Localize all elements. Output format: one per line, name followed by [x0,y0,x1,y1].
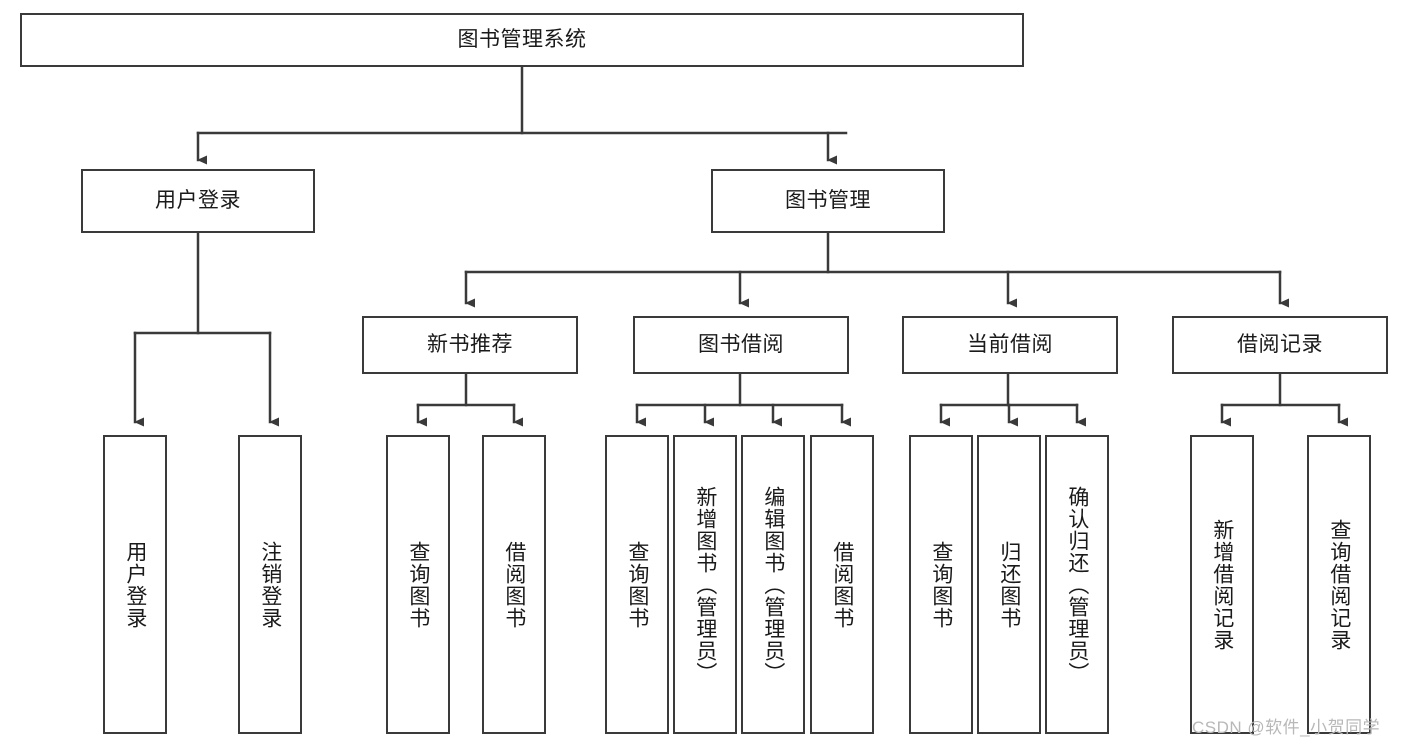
node-borrow-record[interactable]: 借阅记录 [1172,316,1388,374]
node-current-borrow[interactable]: 当前借阅 [902,316,1118,374]
node-label: 编辑图书（管理员） [761,485,785,684]
node-leaf-borrow-book-recommend[interactable]: 借阅图书 [482,435,546,734]
node-label: 新增借阅记录 [1210,518,1234,651]
node-book-borrow[interactable]: 图书借阅 [633,316,849,374]
node-leaf-user-login[interactable]: 用户登录 [103,435,167,734]
node-label: 新增图书（管理员） [693,485,717,684]
node-leaf-edit-book-admin[interactable]: 编辑图书（管理员） [741,435,805,734]
node-leaf-add-book-admin[interactable]: 新增图书（管理员） [673,435,737,734]
node-leaf-user-logout[interactable]: 注销登录 [238,435,302,734]
node-leaf-confirm-return-admin[interactable]: 确认归还（管理员） [1045,435,1109,734]
node-label: 图书管理系统 [457,28,587,52]
node-label: 当前借阅 [967,333,1053,357]
node-label: 查询图书 [929,540,953,629]
node-label: 用户登录 [155,189,241,213]
node-label: 借阅图书 [830,540,854,629]
node-leaf-borrow-book[interactable]: 借阅图书 [810,435,874,734]
node-label: 借阅图书 [502,540,526,629]
node-label: 图书管理 [785,189,871,213]
node-new-book-recommend[interactable]: 新书推荐 [362,316,578,374]
node-user-login[interactable]: 用户登录 [81,169,315,233]
node-label: 归还图书 [997,540,1021,629]
node-label: 查询图书 [406,540,430,629]
node-label: 查询图书 [625,540,649,629]
node-leaf-query-book-current[interactable]: 查询图书 [909,435,973,734]
node-leaf-add-borrow-record[interactable]: 新增借阅记录 [1190,435,1254,734]
node-label: 确认归还（管理员） [1065,485,1089,684]
node-label: 注销登录 [258,540,282,629]
node-label: 新书推荐 [427,333,513,357]
node-label: 图书借阅 [698,333,784,357]
node-label: 查询借阅记录 [1327,518,1351,651]
node-leaf-query-book-borrow[interactable]: 查询图书 [605,435,669,734]
node-leaf-return-book[interactable]: 归还图书 [977,435,1041,734]
node-leaf-query-book-recommend[interactable]: 查询图书 [386,435,450,734]
node-label: 用户登录 [123,540,147,629]
node-leaf-query-borrow-record[interactable]: 查询借阅记录 [1307,435,1371,734]
node-label: 借阅记录 [1237,333,1323,357]
node-root-system[interactable]: 图书管理系统 [20,13,1024,67]
node-book-management[interactable]: 图书管理 [711,169,945,233]
